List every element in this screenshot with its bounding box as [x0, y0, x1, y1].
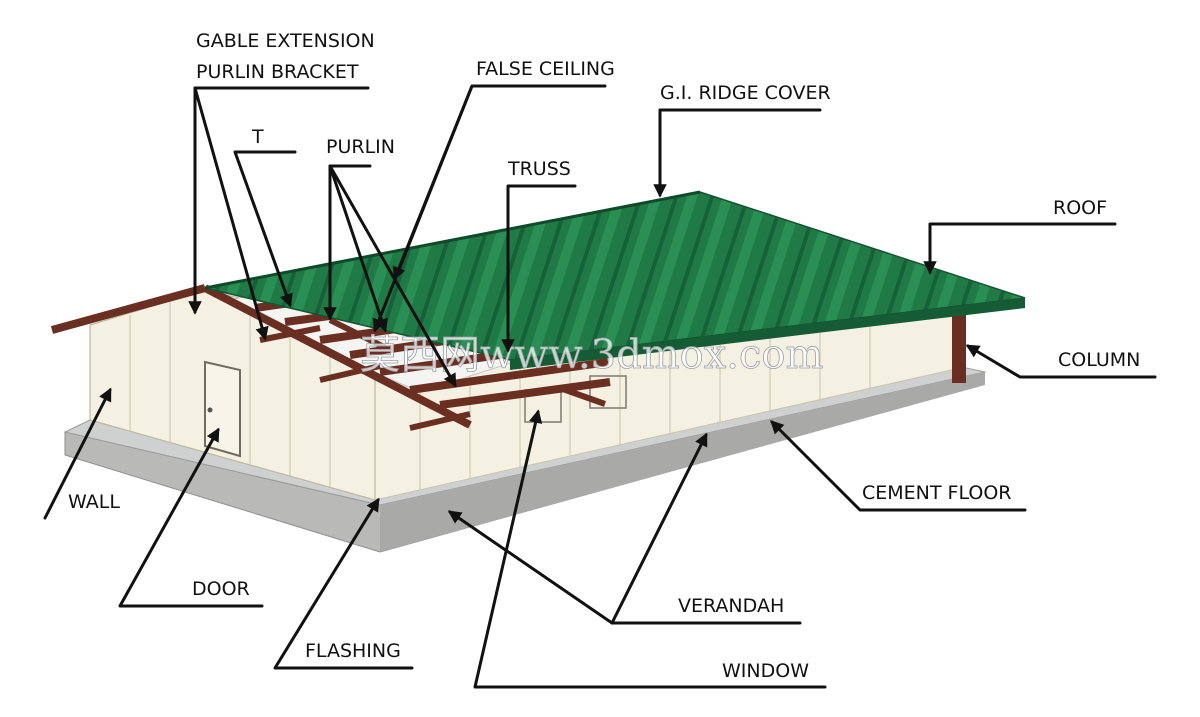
label-cement-floor: CEMENT FLOOR	[862, 482, 1011, 504]
label-column: COLUMN	[1058, 349, 1140, 371]
label-window: WINDOW	[722, 660, 809, 682]
label-flashing: FLASHING	[305, 640, 401, 662]
label-gi-ridge-cover: G.I. RIDGE COVER	[660, 82, 831, 104]
label-gable-extension: GABLE EXTENSION	[196, 30, 375, 52]
label-t: T	[251, 126, 264, 148]
label-wall: WALL	[68, 491, 120, 513]
label-purlin-bracket: PURLIN BRACKET	[196, 61, 359, 83]
label-roof: ROOF	[1053, 197, 1107, 219]
verandah-column	[952, 305, 966, 383]
label-truss: TRUSS	[507, 158, 571, 180]
label-false-ceiling: FALSE CEILING	[476, 58, 615, 80]
leader-ridge-cover	[660, 110, 820, 195]
label-door: DOOR	[192, 578, 250, 600]
label-verandah: VERANDAH	[678, 595, 784, 617]
label-purlin: PURLIN	[326, 136, 395, 158]
leader-roof	[930, 224, 1115, 272]
